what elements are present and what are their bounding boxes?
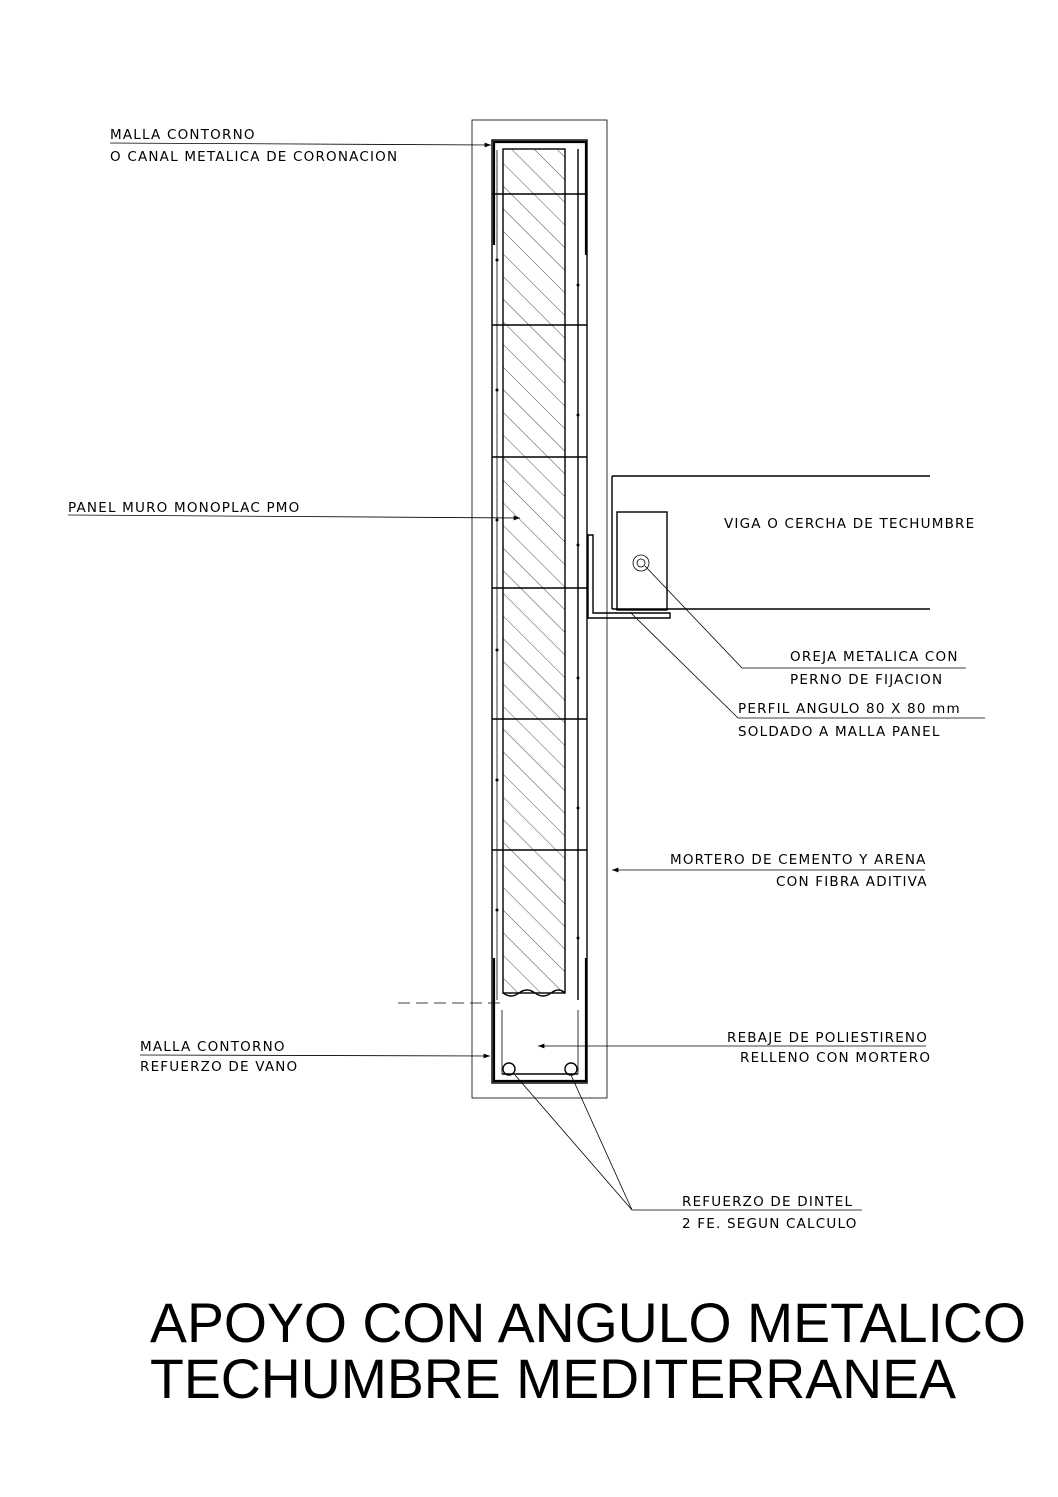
panel-core <box>502 148 566 994</box>
mesh-contour <box>491 139 588 1084</box>
label-malla-contorno-bottom: MALLA CONTORNO <box>140 1039 286 1055</box>
drawing-title-line-2: TECHUMBRE MEDITERRANEA <box>150 1347 957 1410</box>
label-perfil-1: PERFIL ANGULO 80 X 80 mm <box>738 701 961 717</box>
label-viga: VIGA O CERCHA DE TECHUMBRE <box>724 516 975 532</box>
label-oreja-2: PERNO DE FIJACION <box>790 672 943 688</box>
label-perfil-2: SOLDADO A MALLA PANEL <box>738 724 941 740</box>
drawing-title-line-1: APOYO CON ANGULO METALICO <box>150 1291 1026 1354</box>
crowning-channel <box>492 140 588 255</box>
label-mortero-2: CON FIBRA ADITIVA <box>776 874 928 890</box>
angle-profile <box>587 534 671 619</box>
roof-beam <box>611 475 930 611</box>
lintel-channel <box>492 958 588 1083</box>
mortar-outline <box>471 119 608 1099</box>
rebar-right <box>564 1062 578 1076</box>
label-canal-metalica: O CANAL METALICA DE CORONACION <box>110 149 398 165</box>
label-refuerzo-vano: REFUERZO DE VANO <box>140 1059 298 1075</box>
leader-lines <box>67 142 985 1211</box>
mesh-dots <box>495 258 580 940</box>
label-panel-muro: PANEL MURO MONOPLAC PMO <box>68 500 300 516</box>
mesh-ties <box>492 193 587 851</box>
lintel-cut-line <box>502 989 566 997</box>
label-malla-contorno-top: MALLA CONTORNO <box>110 127 256 143</box>
label-dintel-1: REFUERZO DE DINTEL <box>682 1194 853 1210</box>
label-dintel-2: 2 FE. SEGUN CALCULO <box>682 1216 858 1232</box>
rebar-left <box>502 1062 516 1076</box>
label-oreja-1: OREJA METALICA CON <box>790 649 959 665</box>
label-rebaje-2: RELLENO CON MORTERO <box>740 1050 931 1066</box>
label-mortero-1: MORTERO DE CEMENTO Y ARENA <box>670 852 927 868</box>
label-rebaje-1: REBAJE DE POLIESTIRENO <box>727 1030 928 1046</box>
